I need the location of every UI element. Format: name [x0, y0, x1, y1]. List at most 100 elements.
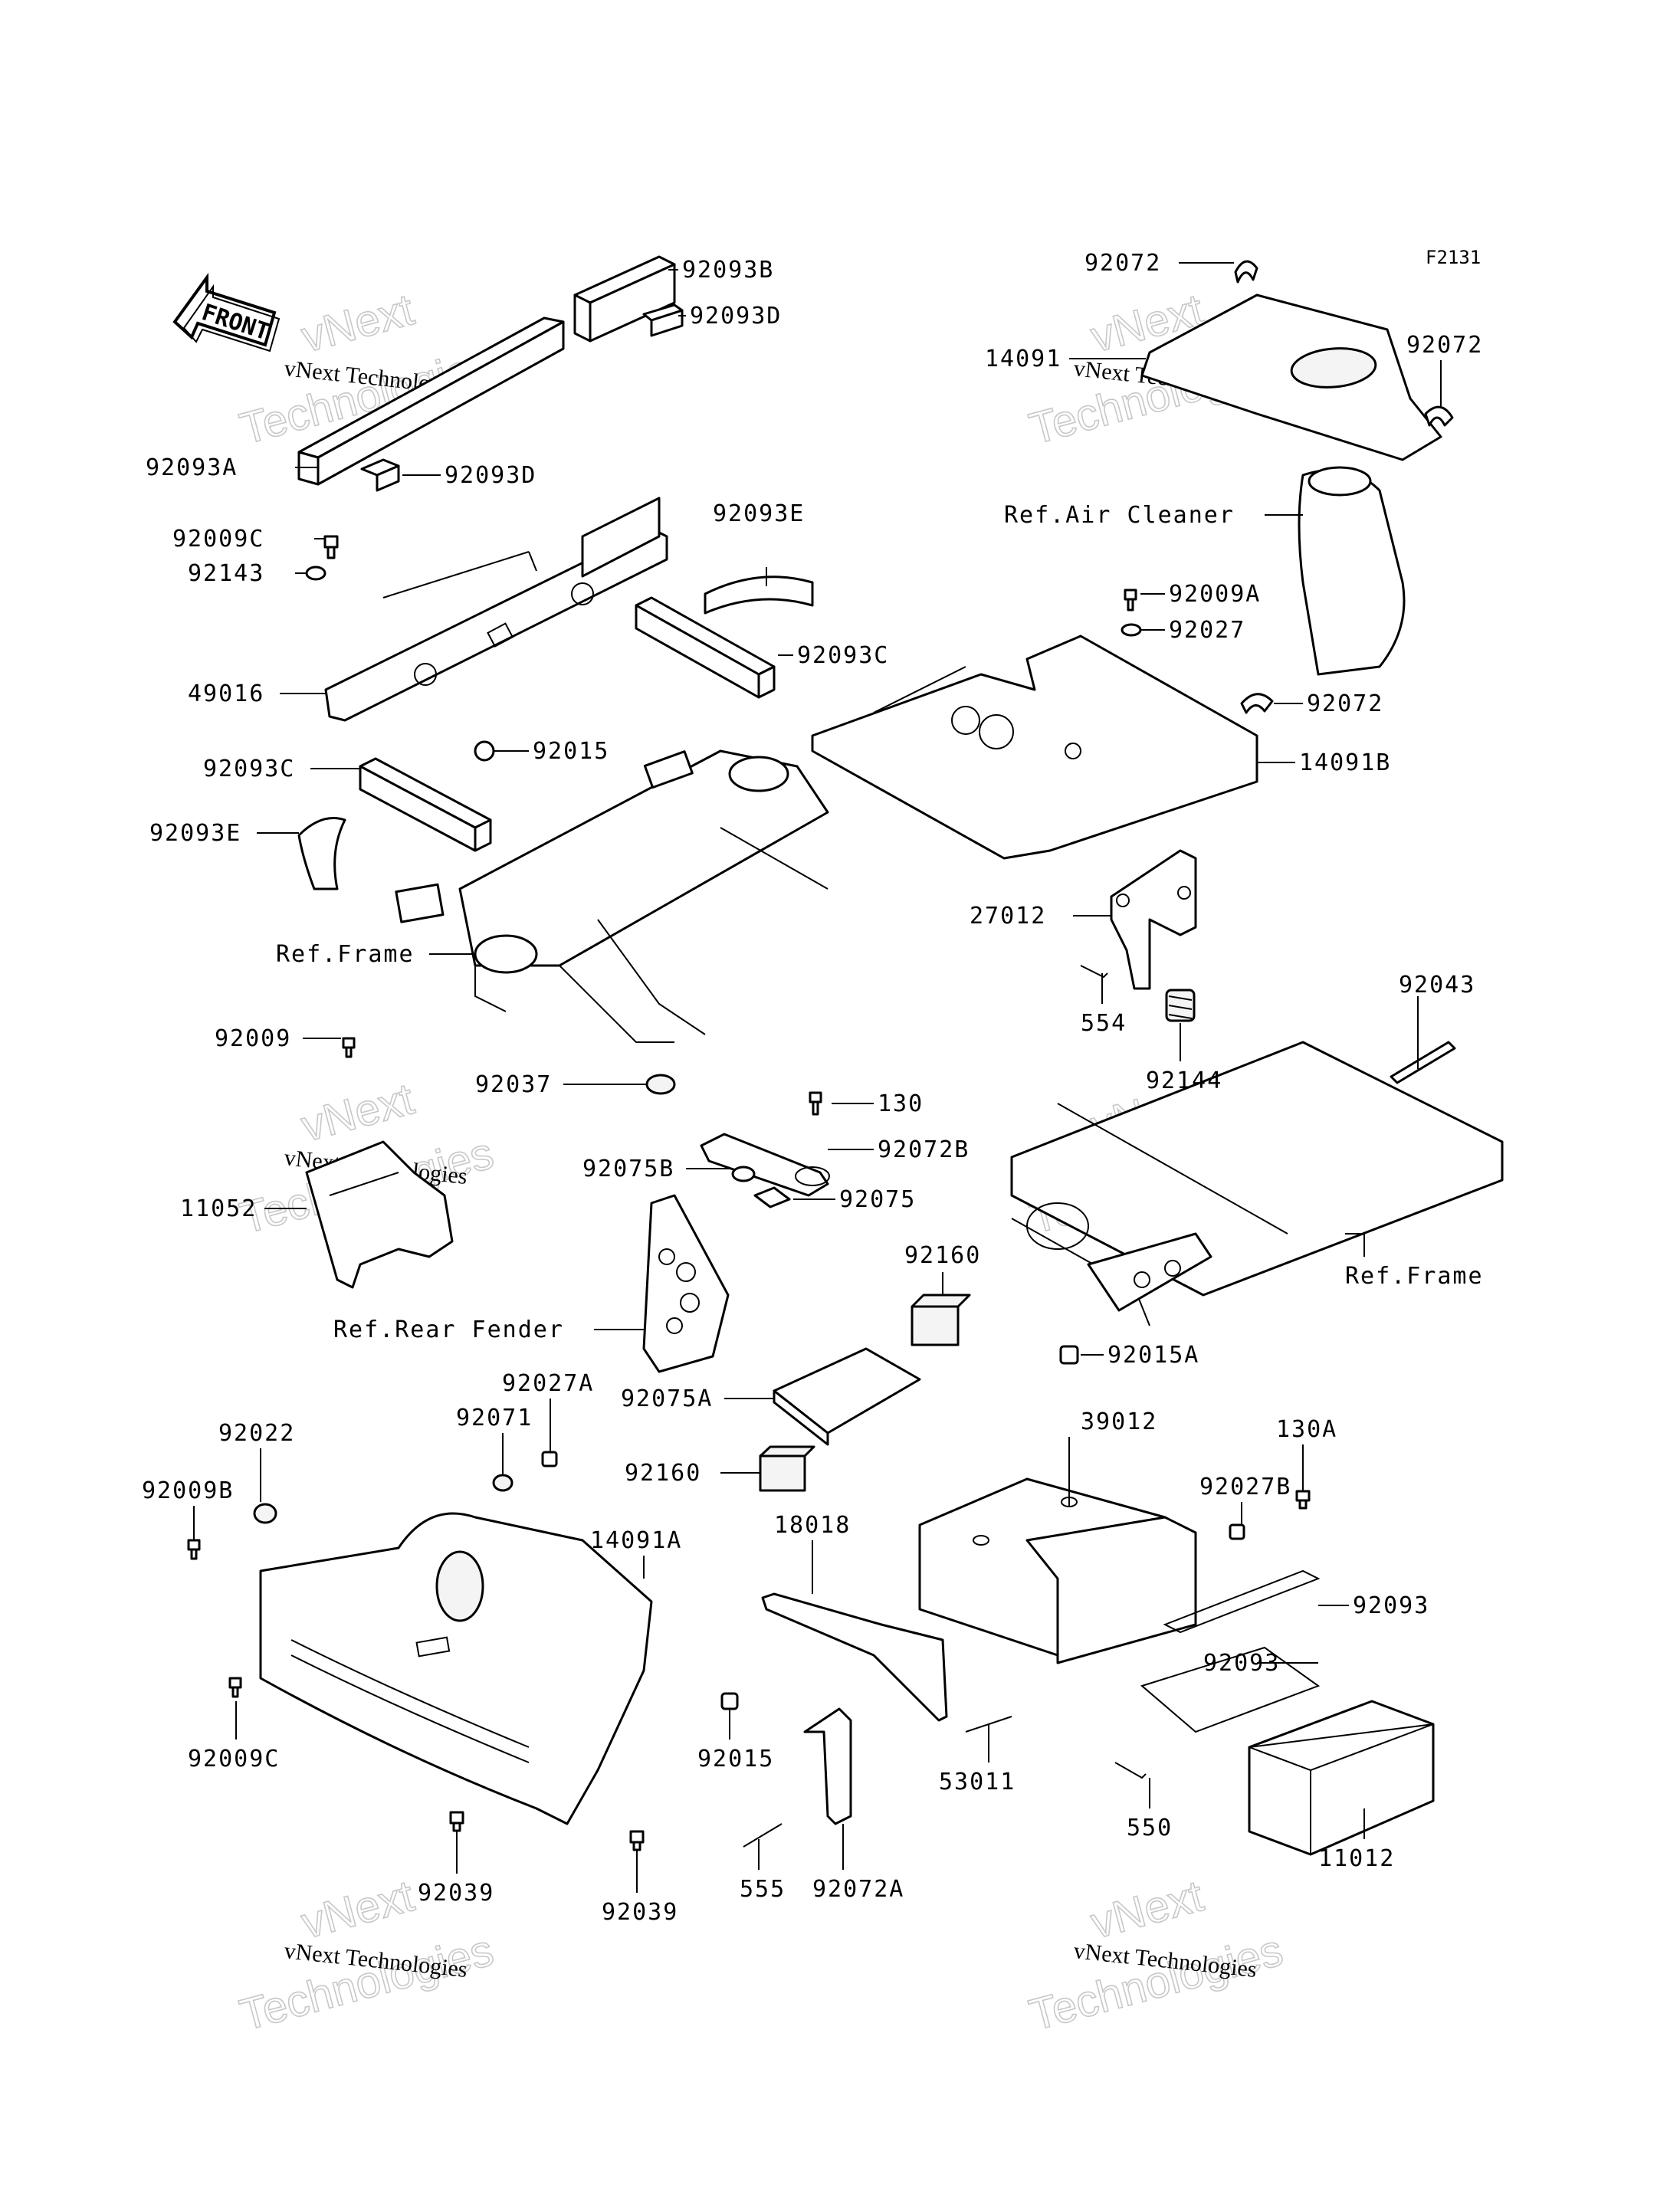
svg-text:vNext: vNext	[297, 284, 419, 362]
label-92160-top[interactable]: 92160	[904, 1242, 981, 1269]
part-labels: 92093B 92093D 92093A 92093D 92009C 92143…	[142, 250, 1484, 1926]
washer-92143	[305, 566, 326, 581]
hold-down-92072A	[803, 1707, 852, 1825]
label-92043[interactable]: 92043	[1399, 972, 1475, 998]
plate-92075A	[773, 1347, 921, 1446]
bracket-11052	[305, 1140, 454, 1289]
label-92022[interactable]: 92022	[218, 1420, 295, 1447]
label-92144[interactable]: 92144	[1146, 1067, 1222, 1094]
label-11052[interactable]: 11052	[180, 1195, 257, 1222]
svg-text:vNext: vNext	[1086, 1871, 1209, 1948]
label-92093-a[interactable]: 92093	[1353, 1592, 1429, 1619]
label-14091B[interactable]: 14091B	[1299, 749, 1391, 776]
pad-92160-mid	[759, 1445, 815, 1492]
label-92027A[interactable]: 92027A	[502, 1370, 594, 1397]
label-92093D-mid[interactable]: 92093D	[445, 462, 536, 489]
frame-right	[1010, 1041, 1504, 1326]
label-92093C-right[interactable]: 92093C	[797, 642, 889, 669]
label-130[interactable]: 130	[878, 1090, 924, 1117]
label-92039-a[interactable]: 92039	[418, 1880, 494, 1907]
cover-14091A	[259, 1512, 653, 1825]
label-ref-air-cleaner[interactable]: Ref.Air Cleaner	[1004, 502, 1235, 529]
label-92072-right[interactable]: 92072	[1406, 332, 1483, 359]
label-92009C-bottom[interactable]: 92009C	[188, 1746, 280, 1772]
label-92072A[interactable]: 92072A	[812, 1876, 904, 1903]
label-92093B[interactable]: 92093B	[682, 257, 774, 284]
label-92015A[interactable]: 92015A	[1107, 1342, 1199, 1369]
label-92075B[interactable]: 92075B	[582, 1156, 674, 1182]
svg-text:vNext: vNext	[297, 1074, 419, 1151]
label-92039-b[interactable]: 92039	[602, 1899, 678, 1926]
bolt-92009B	[187, 1539, 201, 1560]
label-49016[interactable]: 49016	[188, 680, 264, 707]
pin-554	[1080, 965, 1108, 979]
svg-text:vNext: vNext	[297, 1871, 419, 1948]
label-92027[interactable]: 92027	[1169, 617, 1245, 644]
label-92093C-left[interactable]: 92093C	[203, 756, 295, 782]
label-92037[interactable]: 92037	[475, 1071, 552, 1098]
label-92093E-top[interactable]: 92093E	[713, 500, 805, 527]
bracket-27012	[1110, 849, 1197, 990]
figure-code: F2131	[1426, 247, 1481, 268]
heat-shield-14091	[1140, 293, 1442, 461]
label-92015-top[interactable]: 92015	[533, 738, 609, 765]
label-14091[interactable]: 14091	[985, 346, 1061, 372]
bolt-92009	[342, 1037, 356, 1058]
pad-92160-top	[911, 1294, 971, 1346]
label-92071[interactable]: 92071	[456, 1405, 533, 1431]
label-53011[interactable]: 53011	[939, 1769, 1016, 1795]
label-27012[interactable]: 27012	[970, 903, 1046, 930]
label-554[interactable]: 554	[1081, 1010, 1127, 1037]
label-92143[interactable]: 92143	[188, 560, 264, 587]
label-92072-mid[interactable]: 92072	[1307, 690, 1383, 717]
foam-block-92093D-top	[642, 303, 684, 337]
label-555[interactable]: 555	[740, 1876, 786, 1903]
label-92009B[interactable]: 92009B	[142, 1477, 234, 1504]
bolt-92009A	[1124, 589, 1137, 612]
foam-strip-92093C-left	[359, 757, 492, 852]
label-92072B[interactable]: 92072B	[878, 1136, 970, 1163]
clamp-92072-top	[1234, 260, 1258, 284]
label-14091A[interactable]: 14091A	[590, 1527, 682, 1554]
label-550[interactable]: 550	[1127, 1815, 1173, 1841]
label-92093D-top[interactable]: 92093D	[690, 303, 782, 330]
svg-text:Technologies: Technologies	[1025, 1925, 1288, 2040]
label-92093-b[interactable]: 92093	[1203, 1650, 1280, 1677]
label-ref-frame-left[interactable]: Ref.Frame	[276, 941, 415, 968]
clamp-92037	[645, 1074, 676, 1095]
label-92075[interactable]: 92075	[839, 1186, 916, 1213]
label-92027B[interactable]: 92027B	[1199, 1474, 1291, 1500]
label-92015-bottom[interactable]: 92015	[697, 1746, 774, 1772]
seal-92093-a	[1163, 1569, 1321, 1634]
bolt-92009C-bottom	[228, 1677, 242, 1698]
label-92093E-left[interactable]: 92093E	[149, 820, 241, 847]
cover-plate-14091B	[811, 635, 1258, 860]
label-92160-mid[interactable]: 92160	[625, 1460, 701, 1487]
nut-92015-top	[474, 740, 495, 762]
label-92009A[interactable]: 92009A	[1169, 581, 1261, 608]
label-ref-frame-right[interactable]: Ref.Frame	[1345, 1263, 1484, 1290]
label-18018[interactable]: 18018	[774, 1512, 851, 1539]
foam-strip-92093A	[297, 316, 565, 486]
nut-92027A	[541, 1451, 558, 1467]
label-92009C-top[interactable]: 92009C	[172, 526, 264, 553]
label-39012[interactable]: 39012	[1081, 1408, 1157, 1435]
washer-92022	[253, 1503, 277, 1524]
svg-text:Technologies: Technologies	[235, 1925, 499, 2040]
label-92075A[interactable]: 92075A	[621, 1385, 713, 1412]
shaft-92043	[1390, 1041, 1456, 1084]
foam-block-92093D-mid	[360, 458, 400, 492]
label-92009[interactable]: 92009	[215, 1025, 291, 1052]
label-92093A[interactable]: 92093A	[146, 454, 238, 481]
nut-92027B	[1229, 1523, 1245, 1540]
bolt-92039-a	[449, 1811, 464, 1832]
front-arrow-icon: FRONT	[172, 272, 281, 353]
label-ref-rear-fender[interactable]: Ref.Rear Fender	[333, 1317, 564, 1343]
pin-555	[743, 1823, 783, 1848]
label-11012[interactable]: 11012	[1318, 1845, 1395, 1872]
bracket-92072B	[700, 1133, 830, 1197]
leader-lines	[193, 262, 1442, 1893]
label-92072-top[interactable]: 92072	[1084, 250, 1161, 277]
label-130A[interactable]: 130A	[1276, 1416, 1337, 1443]
